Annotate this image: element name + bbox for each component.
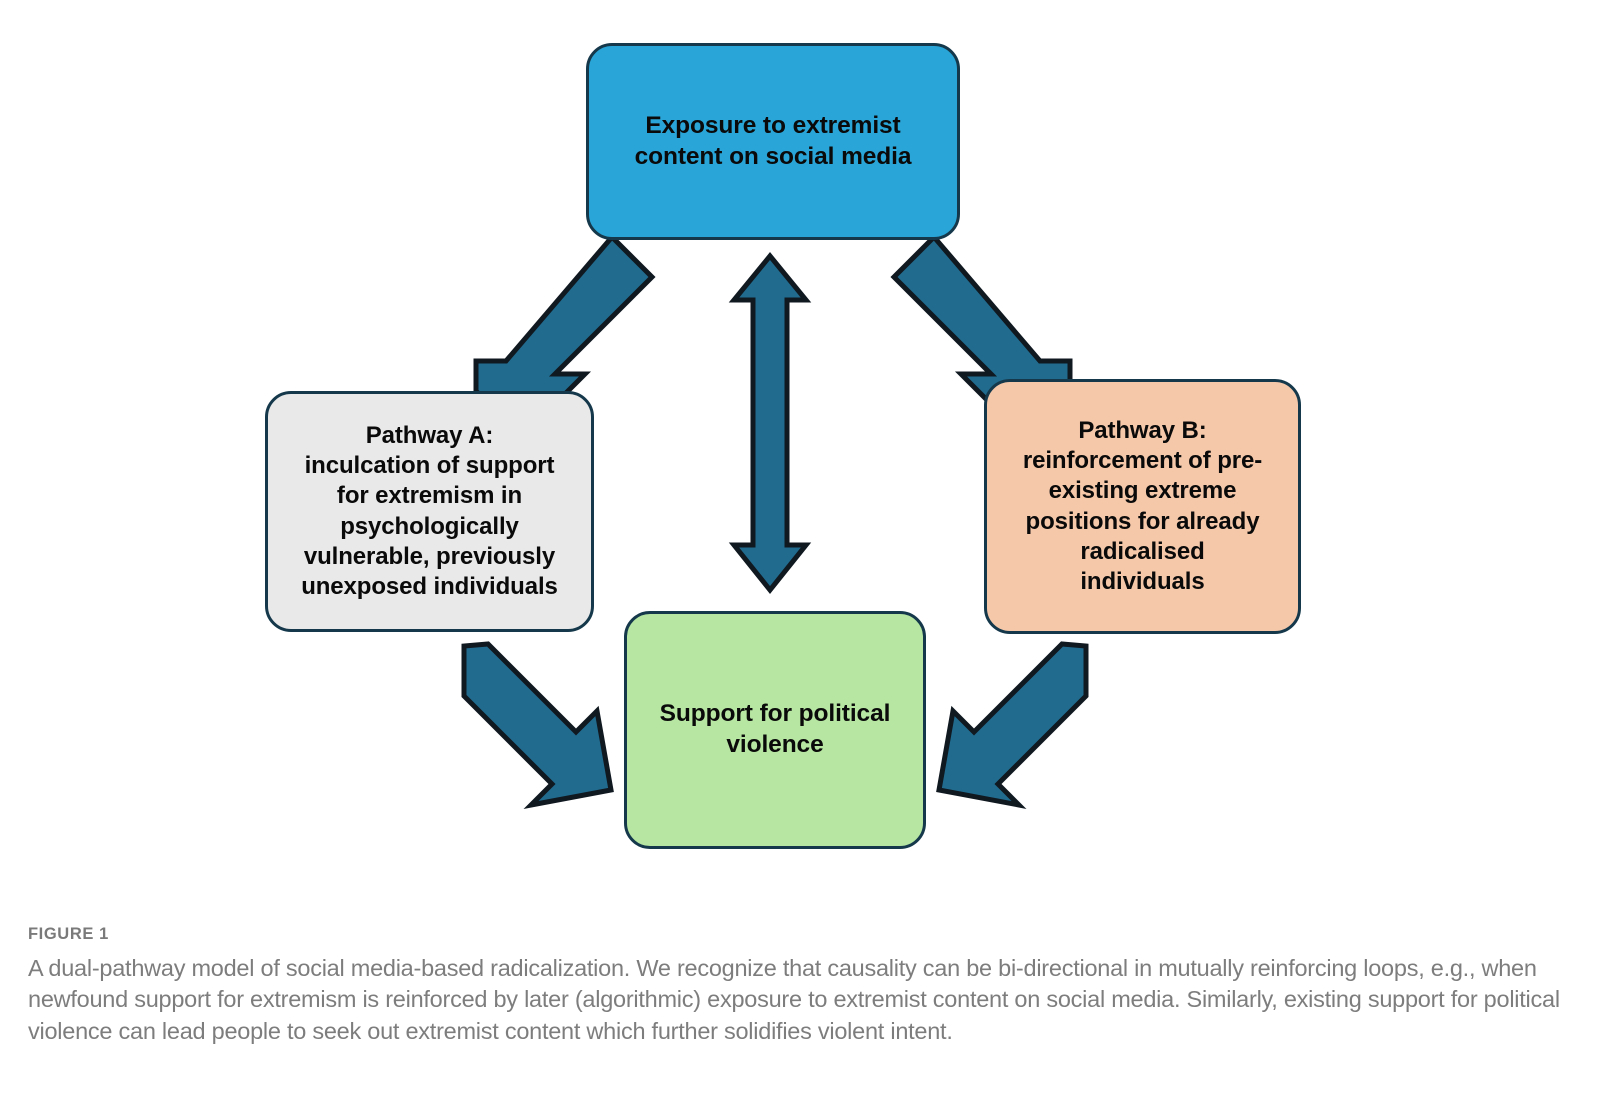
node-pathway-a[interactable]: Pathway A: inculcation of support for ex… — [265, 391, 594, 632]
arrow-pathway-a-to-support — [461, 641, 614, 809]
figure-caption-text: A dual-pathway model of social media-bas… — [28, 955, 1560, 1044]
figure-canvas: Exposure to extremist content on social … — [265, 43, 1301, 849]
node-exposure-to-extremist-content[interactable]: Exposure to extremist content on social … — [586, 43, 960, 240]
figure-number-label: FIGURE 1 — [28, 925, 109, 943]
figure-caption-block: FIGURE 1 A dual-pathway model of social … — [28, 925, 1568, 1047]
node-pathway-b-label: Pathway B: reinforcement of pre- existin… — [1022, 416, 1263, 595]
node-support-for-political-violence[interactable]: Support for political violence — [624, 611, 926, 849]
node-support-label: Support for political violence — [659, 700, 891, 758]
arrow-layer — [461, 233, 1089, 809]
node-pathway-b[interactable]: Pathway B: reinforcement of pre- existin… — [984, 379, 1301, 634]
node-pathway-a-label: Pathway A: inculcation of support for ex… — [301, 421, 558, 600]
arrow-pathway-b-to-support — [936, 641, 1089, 809]
node-exposure-label: Exposure to extremist content on social … — [634, 111, 912, 170]
arrow-exposure-support-bidirectional — [728, 252, 812, 595]
